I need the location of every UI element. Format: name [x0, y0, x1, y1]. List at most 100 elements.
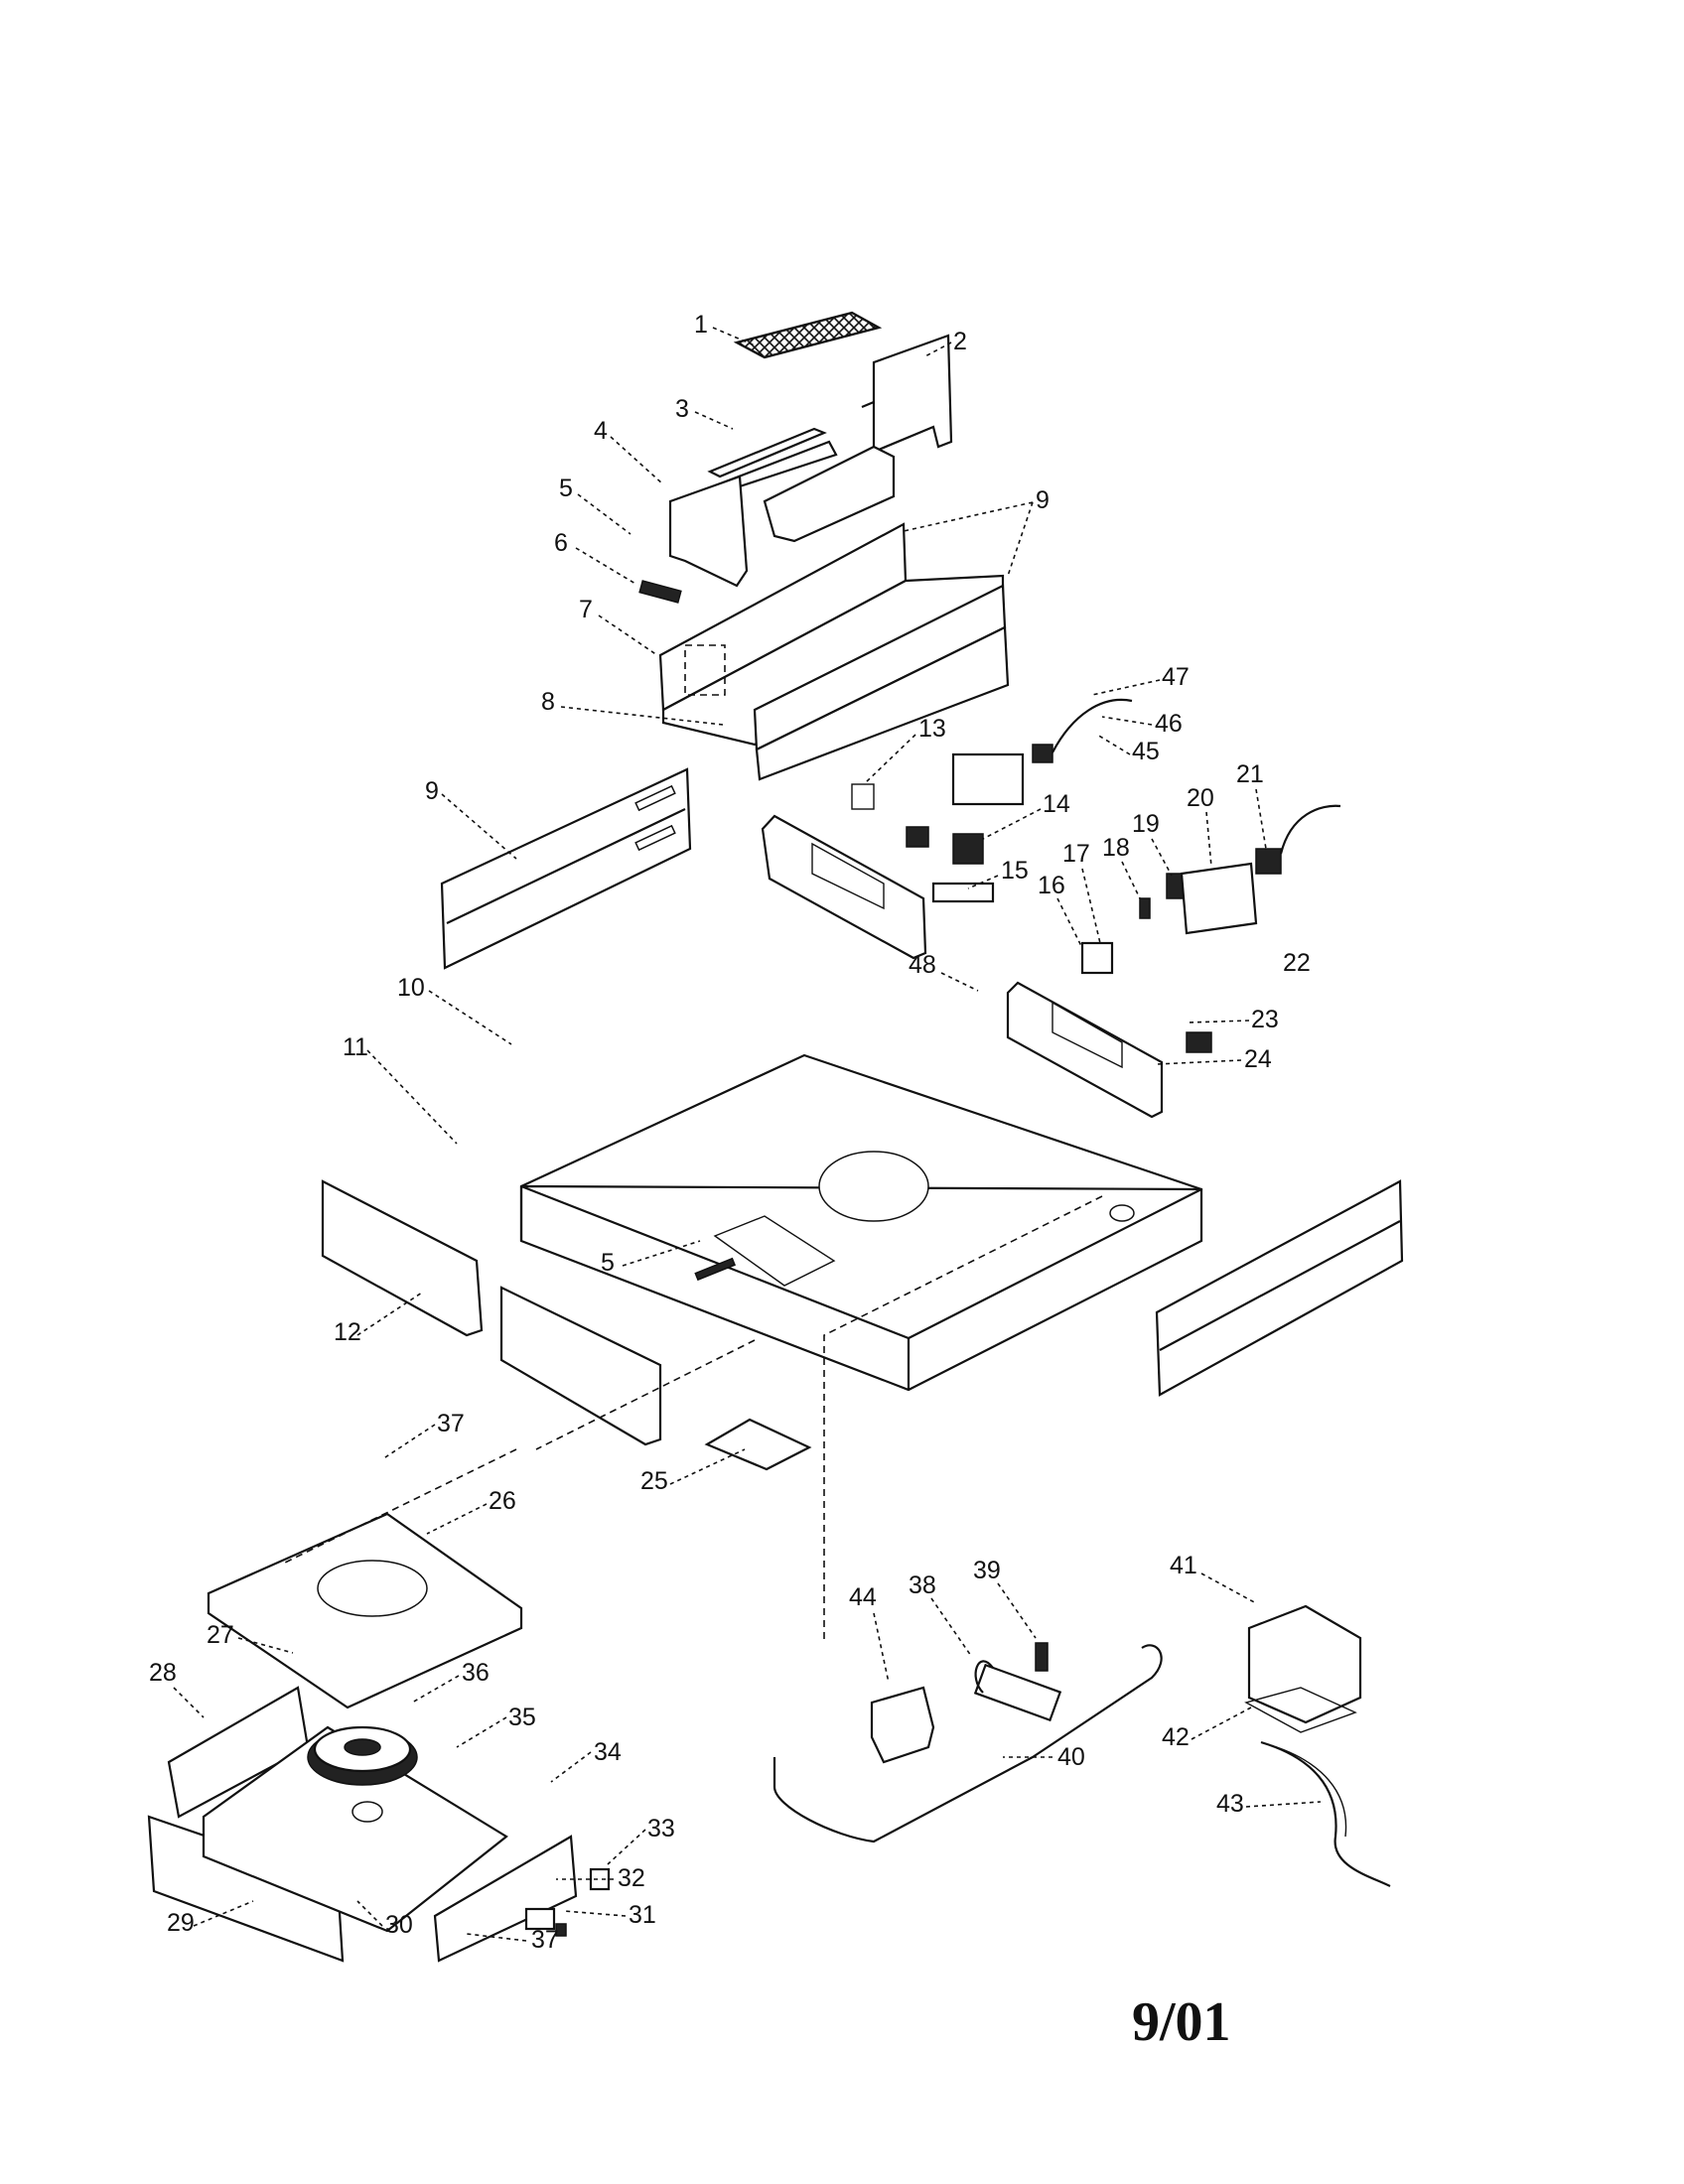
callout-19: 19	[1132, 810, 1173, 877]
svg-text:19: 19	[1132, 810, 1160, 838]
svg-text:3: 3	[675, 395, 689, 423]
callout-13: 13	[863, 715, 946, 785]
svg-text:20: 20	[1187, 784, 1214, 812]
svg-text:26: 26	[489, 1487, 516, 1515]
callout-17: 17	[1062, 840, 1101, 944]
callout-5a: 5	[559, 475, 632, 535]
svg-text:16: 16	[1038, 872, 1065, 899]
callout-27: 27	[207, 1621, 294, 1654]
svg-text:32: 32	[618, 1864, 645, 1892]
callout-20: 20	[1187, 784, 1214, 868]
svg-text:41: 41	[1170, 1552, 1197, 1579]
callout-16: 16	[1038, 872, 1083, 949]
svg-text:5: 5	[559, 475, 573, 502]
svg-text:6: 6	[554, 529, 568, 557]
callout-32: 32	[556, 1864, 645, 1892]
svg-text:30: 30	[385, 1911, 413, 1939]
svg-text:34: 34	[594, 1738, 622, 1766]
callout-21: 21	[1236, 760, 1267, 850]
svg-text:18: 18	[1102, 834, 1130, 862]
access-plate	[704, 1418, 812, 1471]
svg-text:9: 9	[1036, 486, 1050, 514]
fittings	[524, 1867, 611, 1937]
assembly-lines	[282, 1195, 1103, 1643]
right-end-bracket	[861, 334, 953, 454]
callout-48: 48	[909, 951, 979, 992]
callout-8: 8	[541, 688, 724, 726]
callout-30: 30	[356, 1900, 413, 1939]
small-switch	[638, 580, 682, 604]
callout-3: 3	[675, 395, 734, 430]
inner-panel	[753, 584, 1010, 781]
svg-text:17: 17	[1062, 840, 1090, 868]
svg-text:35: 35	[508, 1704, 536, 1731]
callout-39: 39	[973, 1557, 1037, 1639]
callout-15: 15	[967, 857, 1029, 889]
callout-47: 47	[1091, 663, 1190, 696]
svg-text:46: 46	[1155, 710, 1183, 738]
svg-text:7: 7	[579, 596, 593, 623]
callout-18: 18	[1102, 834, 1141, 899]
date-code: 9/01	[1132, 1991, 1231, 2053]
side-bracket	[433, 1835, 578, 1963]
callout-12: 12	[334, 1292, 423, 1346]
blower-wheel	[307, 1725, 418, 1823]
gas-valve-assembly	[772, 1642, 1163, 1843]
callouts: 1 2 3 4 5 6 7 8 9 9 10 11 12 13 14 15 16…	[149, 311, 1322, 1954]
left-side-panel	[440, 767, 692, 970]
callout-22: 22	[1283, 949, 1311, 977]
callout-5b: 5	[601, 1240, 701, 1277]
junction-box	[1244, 1604, 1391, 1887]
svg-text:40: 40	[1057, 1743, 1085, 1771]
callout-28: 28	[149, 1659, 205, 1718]
callout-46: 46	[1101, 710, 1183, 738]
callout-26: 26	[426, 1487, 516, 1535]
svg-text:44: 44	[849, 1583, 877, 1611]
svg-text:22: 22	[1283, 949, 1311, 977]
svg-text:2: 2	[953, 328, 967, 355]
callout-33: 33	[607, 1815, 675, 1865]
blower-support	[147, 1686, 508, 1963]
svg-text:29: 29	[167, 1909, 195, 1937]
svg-text:43: 43	[1216, 1790, 1244, 1818]
right-long-panel	[1155, 1179, 1404, 1397]
svg-text:8: 8	[541, 688, 555, 716]
svg-text:21: 21	[1236, 760, 1264, 788]
callout-23: 23	[1186, 1006, 1279, 1033]
svg-text:14: 14	[1043, 790, 1070, 818]
svg-text:5: 5	[601, 1249, 615, 1277]
callout-43: 43	[1216, 1790, 1322, 1818]
callout-36: 36	[411, 1659, 490, 1704]
svg-text:4: 4	[594, 417, 608, 445]
callout-29: 29	[167, 1900, 254, 1937]
callout-42: 42	[1162, 1706, 1252, 1751]
callout-31: 31	[563, 1901, 656, 1929]
svg-text:9: 9	[425, 777, 439, 805]
svg-text:12: 12	[334, 1318, 361, 1346]
callout-37-top: 37	[381, 1410, 465, 1460]
callout-35: 35	[456, 1704, 536, 1748]
callout-41: 41	[1170, 1552, 1257, 1604]
callout-45: 45	[1096, 734, 1160, 765]
svg-text:37: 37	[531, 1926, 559, 1954]
svg-text:42: 42	[1162, 1723, 1190, 1751]
svg-text:23: 23	[1251, 1006, 1279, 1033]
callout-4: 4	[594, 417, 664, 485]
callout-40: 40	[1003, 1743, 1085, 1771]
svg-text:13: 13	[918, 715, 946, 743]
svg-text:38: 38	[909, 1571, 936, 1599]
center-bracket-column	[761, 814, 927, 960]
callout-11: 11	[343, 1033, 458, 1145]
callout-37-bottom: 37	[466, 1926, 559, 1954]
svg-text:28: 28	[149, 1659, 177, 1687]
svg-text:15: 15	[1001, 857, 1029, 885]
left-bracket	[668, 475, 749, 588]
svg-text:11: 11	[343, 1033, 368, 1061]
base-pan	[519, 1053, 1203, 1392]
svg-text:36: 36	[462, 1659, 490, 1687]
svg-text:24: 24	[1244, 1045, 1272, 1073]
svg-text:48: 48	[909, 951, 936, 979]
callout-9-left: 9	[425, 777, 517, 860]
callout-44: 44	[849, 1583, 890, 1684]
